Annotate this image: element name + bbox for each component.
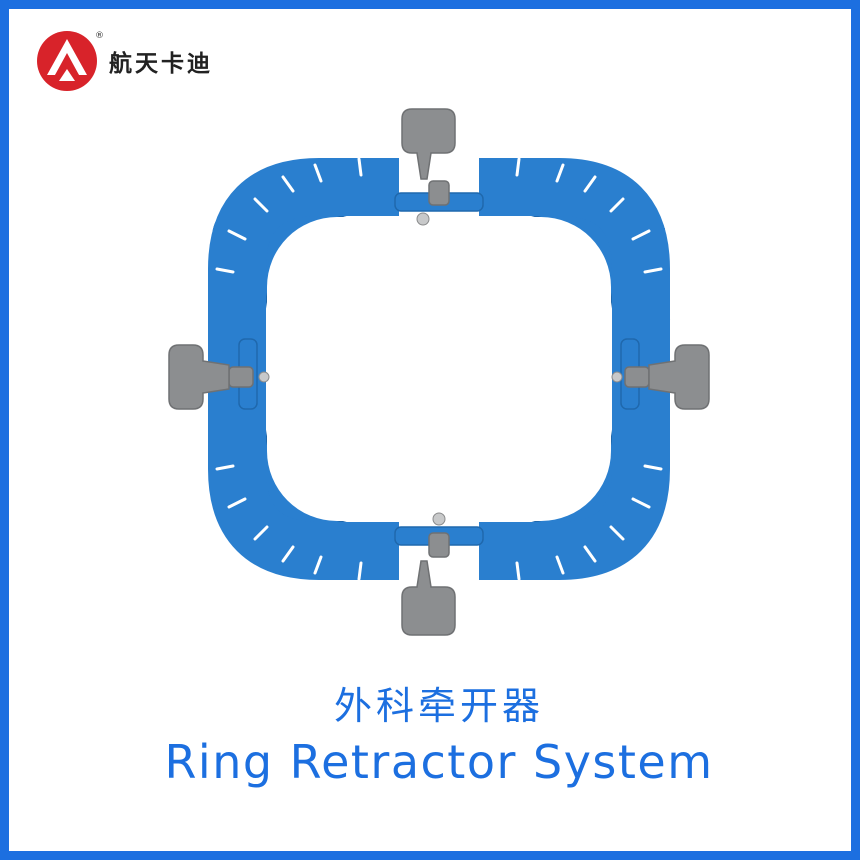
product-title-english: Ring Retractor System: [164, 735, 714, 789]
brand-name: 航天卡迪: [109, 50, 213, 77]
product-title-chinese: 外科牵开器: [333, 684, 544, 728]
brand-logo-icon: ®: [35, 29, 104, 93]
brand-header: ® 航天卡迪: [35, 29, 213, 93]
registered-mark: ®: [95, 31, 104, 41]
ring-retractor-image: [69, 69, 809, 669]
